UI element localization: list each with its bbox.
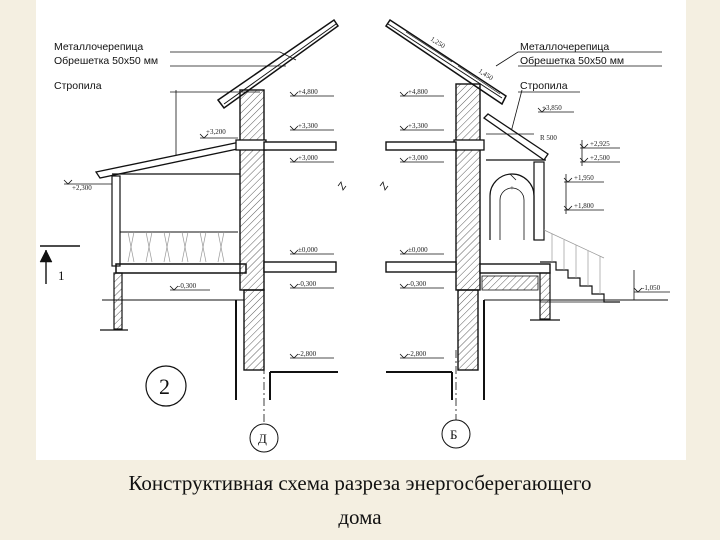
level-label: +4,800: [298, 88, 318, 96]
drawing-sheet: [36, 0, 686, 460]
slide-caption: Конструктивная схема разреза энергосбере…: [0, 466, 720, 534]
entry-stairs: [540, 261, 620, 303]
level-label: -2,800: [298, 350, 317, 358]
level-label: -1,050: [642, 284, 661, 292]
axis-plus-mark: +: [510, 184, 514, 192]
section-drawing: Металлочерепица Обрешетка 50х50 мм Строп…: [39, 18, 670, 453]
arch-radius-label: R 500: [540, 134, 557, 142]
right-porch-roof: [482, 113, 549, 161]
level-label: +3,850: [542, 104, 562, 112]
level-label: +3,000: [298, 154, 318, 162]
left-annotations: Металлочерепица Обрешетка 50х50 мм Строп…: [54, 41, 318, 446]
level-label: +1,800: [574, 202, 594, 210]
left-porch-roof: [94, 141, 243, 179]
left-section: [39, 18, 347, 453]
level-label: +3,200: [206, 128, 226, 136]
right-section: [379, 18, 670, 449]
left-label-metal-tile: Металлочерепица: [54, 41, 143, 53]
right-outer-wall: [455, 83, 481, 291]
level-label: -0,300: [408, 280, 427, 288]
level-label: +2,300: [72, 184, 92, 192]
section-number: 2: [159, 374, 170, 399]
left-porch-slab: [115, 263, 247, 274]
right-label-lathing: Обрешетка 50х50 мм: [520, 55, 624, 67]
axis-bubble-b: [441, 419, 471, 449]
axis-bubble-d: [249, 423, 279, 453]
roof-label-leader: [170, 51, 297, 61]
caption-line-2: дома: [338, 505, 382, 529]
level-label: ±0,000: [298, 246, 318, 254]
level-label: -2,800: [408, 350, 427, 358]
left-label-rafters: Стропила: [54, 80, 102, 92]
level-label: +3,300: [298, 122, 318, 130]
section-mark-label: 1: [58, 268, 65, 283]
level-label: +3,000: [408, 154, 428, 162]
level-label: +1,950: [574, 174, 594, 182]
level-label: +2,925: [590, 140, 610, 148]
axis-label-d: Д: [258, 431, 267, 446]
right-roof-label-leader: [495, 51, 662, 67]
right-label-rafters: Стропила: [520, 80, 568, 92]
level-label: +3,300: [408, 122, 428, 130]
axis-label-b: Б: [450, 427, 457, 442]
level-label: ±0,000: [408, 246, 428, 254]
left-main-roof: [216, 18, 340, 110]
right-label-metal-tile: Металлочерепица: [520, 41, 609, 53]
level-label: +4,800: [408, 88, 428, 96]
level-label: -0,300: [298, 280, 317, 288]
left-outer-wall: [239, 89, 265, 291]
level-label: -0,300: [178, 282, 197, 290]
left-label-lathing: Обрешетка 50х50 мм: [54, 55, 158, 67]
caption-line-1: Конструктивная схема разреза энергосбере…: [128, 471, 592, 495]
section-number-bubble: [145, 365, 187, 407]
level-label: +2,500: [590, 154, 610, 162]
